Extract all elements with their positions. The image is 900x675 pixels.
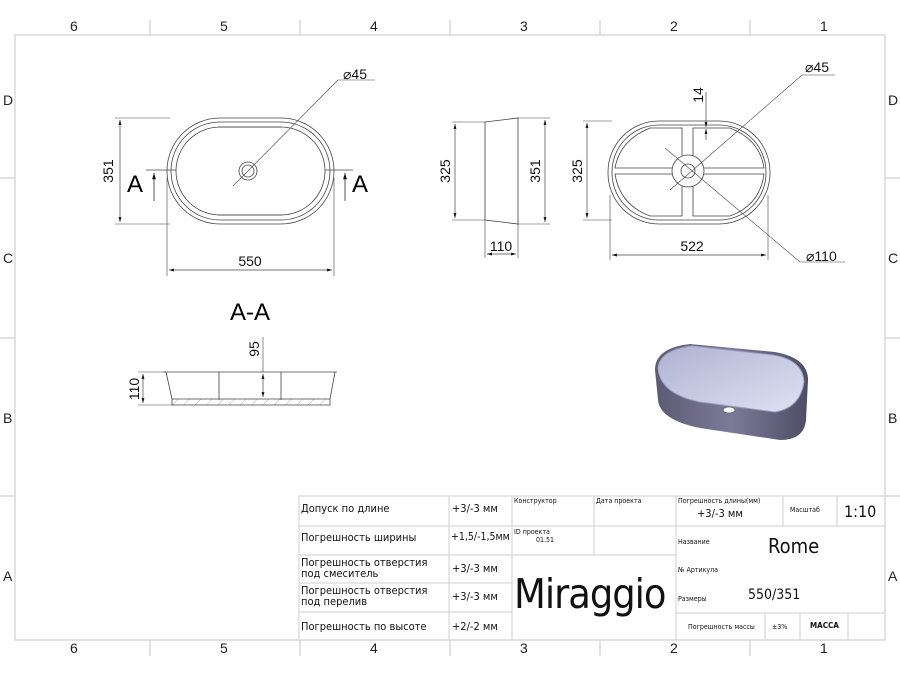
- top-height-dim: 351: [100, 159, 116, 183]
- tolerance-label-height: Погрешность по высоте: [301, 620, 427, 633]
- zone-row-d-left: D: [3, 92, 14, 108]
- scale-value: 1:10: [844, 502, 877, 521]
- section-label-left: A: [127, 171, 143, 198]
- side-outer-height-dim: 351: [527, 159, 543, 183]
- bottom-hole-dim: ⌀45: [805, 59, 829, 75]
- zone-col-5-bottom: 5: [220, 640, 228, 656]
- zone-col-5-top: 5: [220, 18, 228, 34]
- side-view: [452, 117, 550, 258]
- zone-col-2-top: 2: [670, 18, 678, 34]
- bottom-width-dim: 522: [680, 238, 704, 254]
- sizes-value: 550/351: [748, 587, 801, 603]
- zone-row-c-left: C: [3, 250, 14, 266]
- zone-col-3-top: 3: [520, 18, 528, 34]
- tolerance-value-mixer-hole: +3/-3 мм: [452, 562, 498, 575]
- mass-label: МАССА: [810, 621, 839, 630]
- zone-col-2-bottom: 2: [670, 640, 678, 656]
- zone-col-3-bottom: 3: [520, 640, 528, 656]
- sheet-frame: [0, 20, 900, 656]
- tolerance-value-overflow-hole: +3/-3 мм: [452, 590, 498, 603]
- zone-col-4-top: 4: [370, 18, 378, 34]
- sizes-label: Размеры: [678, 595, 707, 603]
- zone-col-4-bottom: 4: [370, 640, 378, 656]
- title-block-grid: [298, 495, 886, 641]
- zone-row-a-right: A: [888, 568, 898, 584]
- project-date-label: Дата проекта: [596, 497, 642, 505]
- zone-col-1-bottom: 1: [820, 640, 828, 656]
- top-hole-dim: ⌀45: [343, 66, 367, 82]
- side-depth-dim: 110: [490, 238, 513, 254]
- top-view: [115, 79, 375, 276]
- designer-label: Конструктор: [514, 497, 557, 505]
- tolerance-label-mixer-hole: Погрешность отверстия под смеситель: [301, 556, 428, 580]
- top-width-dim: 550: [238, 253, 262, 269]
- project-id-label: ID проекта: [514, 528, 550, 536]
- zone-col-6-bottom: 6: [70, 640, 78, 656]
- name-label: Название: [678, 538, 710, 546]
- mass-tolerance-label: Погрешность массы: [688, 623, 755, 631]
- tolerance-label-width: Погрешность ширины: [301, 531, 417, 544]
- zone-row-b-left: B: [3, 410, 13, 426]
- zone-row-c-right: C: [888, 250, 899, 266]
- tolerance-label-length: Допуск по длине: [301, 502, 390, 515]
- side-inner-height-dim: 325: [437, 159, 453, 183]
- render-3d-basin: [655, 344, 808, 440]
- section-view: [138, 337, 337, 406]
- bottom-view: [583, 74, 845, 263]
- length-tolerance-value: +3/-3 мм: [697, 507, 743, 520]
- section-height-dim: 110: [126, 378, 142, 401]
- bottom-height-dim: 325: [569, 159, 585, 183]
- tolerance-value-width: +1,5/-1,5мм: [451, 531, 510, 543]
- project-id-value: 01.51: [536, 536, 555, 544]
- bottom-rib-dim: 14: [690, 87, 706, 103]
- zone-row-a-left: A: [3, 568, 13, 584]
- section-depth-dim: 95: [246, 341, 262, 357]
- zone-col-1-top: 1: [820, 18, 828, 34]
- zone-row-d-right: D: [888, 92, 899, 108]
- article-label: № Артикула: [678, 566, 719, 574]
- mass-tolerance-value: ±3%: [772, 623, 788, 631]
- name-value: Rome: [768, 534, 820, 558]
- tolerance-label-overflow-hole: Погрешность отверстия под перелив: [301, 584, 428, 608]
- section-label-right: A: [352, 171, 368, 198]
- zone-row-b-right: B: [888, 410, 898, 426]
- brand-logo: Miraggio: [514, 570, 666, 618]
- tolerance-value-height: +2/-2 мм: [452, 620, 498, 633]
- tolerance-value-length: +3/-3 мм: [452, 502, 498, 515]
- scale-label: Масштаб: [790, 506, 820, 514]
- bottom-foot-dim: ⌀110: [806, 248, 837, 264]
- length-tolerance-label: Погрешность длины(мм): [678, 497, 761, 505]
- section-title: A-A: [230, 299, 270, 326]
- zone-col-6-top: 6: [70, 18, 78, 34]
